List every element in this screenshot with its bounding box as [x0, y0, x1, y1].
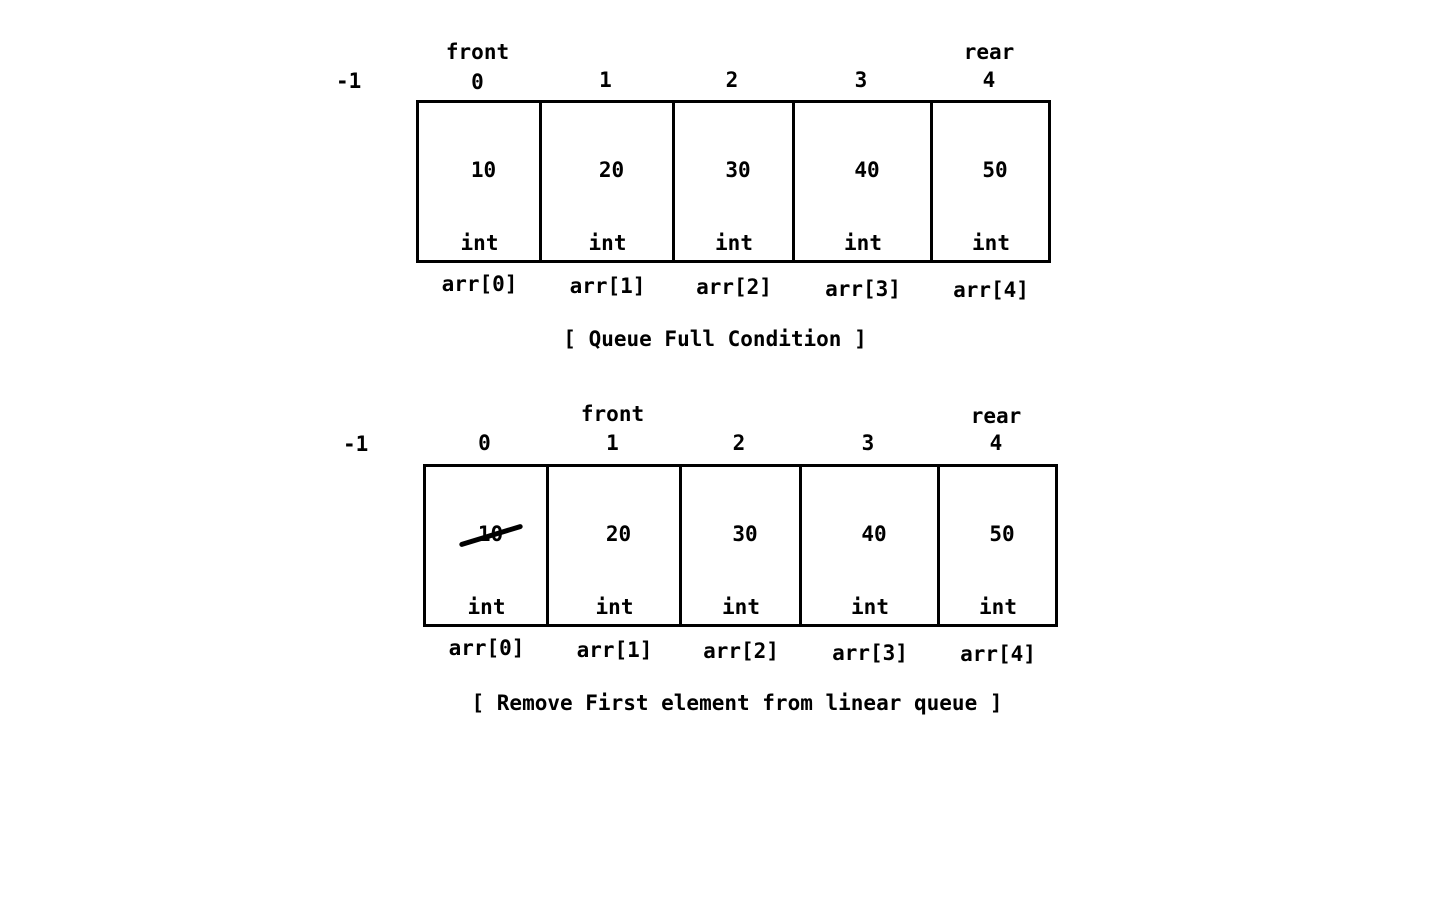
cell-type: int — [595, 595, 634, 619]
array-cell — [930, 100, 1051, 263]
front-label: front — [445, 40, 510, 64]
cell-value: 20 — [598, 158, 625, 182]
cell-value: 30 — [732, 522, 758, 546]
diagram-caption: [ Queue Full Condition ] — [563, 327, 867, 351]
array-element-name: arr[4] — [960, 642, 1036, 666]
index-label: 3 — [861, 431, 875, 455]
array-element-name: arr[3] — [825, 276, 901, 301]
cell-value: 30 — [725, 158, 751, 182]
cell-type: int — [722, 595, 760, 619]
index-label: 1 — [606, 431, 619, 455]
array-element-name: arr[3] — [832, 640, 908, 665]
cell-type: int — [979, 595, 1017, 619]
rear-label: rear — [970, 404, 1022, 428]
array-cell — [672, 100, 795, 263]
array-element-name: arr[2] — [703, 639, 779, 663]
cell-value: 20 — [605, 522, 632, 546]
array-element-name: arr[2] — [696, 275, 772, 299]
cell-type: int — [972, 231, 1010, 255]
array-cell — [937, 464, 1058, 627]
minus-one-label: -1 — [336, 69, 362, 93]
cell-value: 40 — [861, 522, 887, 546]
cell-type: int — [460, 231, 499, 255]
cell-type: int — [467, 595, 506, 619]
index-label: 2 — [725, 68, 739, 92]
index-label: 0 — [478, 431, 491, 455]
array-element-name: arr[1] — [569, 273, 646, 298]
array-cell — [799, 464, 940, 627]
cell-value: 50 — [989, 522, 1015, 546]
index-label: 3 — [854, 68, 868, 92]
cell-value: 50 — [982, 158, 1008, 182]
index-label: 2 — [732, 431, 746, 455]
array-element-name: arr[4] — [953, 278, 1029, 302]
front-label: front — [580, 402, 645, 426]
index-label: 0 — [471, 70, 484, 94]
array-cell — [792, 100, 933, 263]
array-element-name: arr[0] — [448, 636, 525, 660]
cell-type: int — [715, 231, 753, 255]
index-label: 4 — [989, 431, 1003, 455]
array-element-name: arr[1] — [576, 637, 653, 662]
minus-one-label: -1 — [343, 432, 369, 456]
cell-type: int — [844, 231, 882, 255]
rear-label: rear — [963, 40, 1015, 64]
cell-type: int — [851, 595, 889, 619]
cell-type: int — [588, 231, 627, 255]
diagram-caption: [ Remove First element from linear queue… — [471, 691, 1003, 715]
cell-value: 40 — [854, 158, 880, 182]
index-label: 1 — [599, 68, 612, 92]
array-cell — [546, 464, 682, 627]
array-element-name: arr[0] — [441, 272, 518, 296]
index-label: 4 — [982, 68, 996, 92]
array-cell — [539, 100, 675, 263]
cell-value: 10 — [470, 158, 497, 182]
array-cell — [423, 464, 549, 627]
